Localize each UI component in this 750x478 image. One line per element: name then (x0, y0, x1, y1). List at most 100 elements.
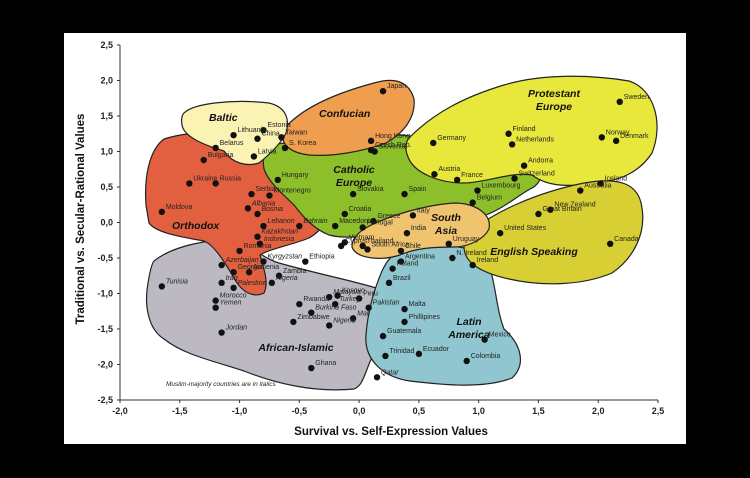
x-tick-label: -0,5 (292, 406, 308, 416)
x-axis-title: Survival vs. Self-Expression Values (294, 426, 488, 438)
label-azerbaijan: Azerbaijan (225, 257, 259, 264)
label-romania: Romania (244, 243, 272, 250)
label-france: France (461, 172, 483, 179)
label-austria: Austria (438, 166, 460, 173)
point-mexico (481, 336, 488, 343)
point-finland (505, 130, 512, 137)
point-zimbabwe (290, 318, 297, 326)
label-norway: Norway (606, 129, 630, 136)
point-croatia (341, 210, 348, 218)
point-guatemala (379, 332, 387, 340)
point-new-zealand (547, 206, 554, 213)
point-austria (431, 171, 438, 178)
label-indonesia: Indonesia (264, 236, 294, 243)
label-india: India (411, 225, 426, 232)
region-english-speaking (463, 180, 644, 285)
point-palestine (230, 284, 237, 292)
label-peru: Peru (363, 290, 378, 297)
label-malta: Malta (409, 301, 426, 308)
label-australia: Australia (584, 183, 611, 190)
point-south-africa (364, 246, 371, 253)
y-tick-label: 1,0 (100, 147, 113, 157)
label-iraq: Iraq (226, 275, 238, 282)
label-malaysia: Malaysia (333, 289, 361, 296)
region-confucian (282, 79, 415, 156)
region-south-asia (351, 202, 490, 259)
label-south-africa: South Africa (371, 241, 409, 248)
point-thailand (359, 242, 366, 250)
point-peru (355, 295, 363, 302)
point-ukraine (186, 180, 193, 187)
label-argentina: Argentina (405, 254, 435, 261)
point-latvia (250, 153, 258, 160)
y-tick-label: -2,0 (97, 360, 113, 370)
point-romania (236, 247, 243, 255)
x-tick-label: -1,0 (232, 406, 248, 416)
label-mali: Mali (357, 310, 370, 317)
label-hong-kong: Hong Kong (375, 133, 410, 140)
point-belgium (469, 199, 476, 206)
label-s-korea: S. Korea (289, 140, 316, 147)
point-sweden (616, 98, 623, 106)
x-tick-label: 2,0 (592, 406, 605, 416)
region-protestant-europe (405, 75, 658, 186)
point-estonia (260, 127, 267, 134)
y-tick-label: 0,5 (100, 182, 113, 192)
label-n-ireland: N. Ireland (456, 250, 486, 257)
label-phillipines: Phillipines (409, 314, 441, 321)
point-serbia (248, 190, 255, 198)
label-poland: Poland (397, 261, 419, 268)
label-kyrgyzstan: Kyrgyzstan (267, 254, 302, 261)
point-united-states (496, 229, 504, 237)
label-bosnia: Bosnia (261, 206, 283, 213)
y-tick-label: 2,0 (100, 76, 113, 86)
point-morocco (212, 297, 219, 304)
point-uruguay (445, 240, 452, 247)
label-belarus: Belarus (220, 140, 244, 147)
label-canada: Canada (614, 236, 639, 243)
label-georgia: Georgia (238, 264, 263, 271)
point-slovenia (371, 148, 378, 155)
chart-note: Muslim-majority countries are in italics (166, 381, 277, 388)
point-iraq (218, 279, 225, 287)
point-norway (598, 134, 606, 141)
label-rwanda: Rwanda (303, 296, 329, 303)
label-turkey: Turkey (339, 296, 360, 303)
label-mexico: Mexico (489, 332, 511, 339)
region-label-baltic: Baltic (209, 112, 238, 124)
region-label-english-speaking: English Speaking (490, 246, 578, 258)
label-russia: Russia (220, 175, 242, 182)
label-zimbabwe: Zimbabwe (297, 314, 329, 321)
point-ireland (469, 261, 476, 269)
point-kosovo (334, 292, 341, 299)
point-kyrgyzstan (260, 258, 267, 265)
point-nigeria (326, 322, 333, 329)
label-netherlands: Netherlands (516, 136, 554, 143)
point-argentina (397, 258, 405, 265)
point-belarus (212, 144, 219, 152)
label-serbia: Serbia (256, 186, 276, 193)
point-japan (379, 87, 387, 95)
point-lithuania (230, 131, 237, 139)
x-tick-label: -2,0 (112, 406, 128, 416)
label-ethiopia: Ethiopia (309, 254, 334, 261)
point-malaysia (326, 293, 333, 301)
label-palestine: Palestine (238, 280, 267, 287)
point-netherlands (508, 141, 516, 148)
label-germany: Germany (437, 135, 466, 142)
point-chile (397, 247, 405, 255)
label-ghana: Ghana (315, 360, 336, 367)
x-tick-label: 2,5 (652, 406, 665, 416)
point-moldova (158, 208, 166, 216)
point-algeria (268, 279, 276, 287)
point-luxembourg (474, 187, 481, 194)
point-switzerland (511, 175, 518, 182)
y-tick-label: 1,5 (100, 111, 113, 121)
point-malta (401, 305, 408, 313)
label-uruguay: Uruguay (453, 236, 480, 243)
label-kosovo: Kosovo (342, 288, 365, 295)
label-montenegro: Montenegro (273, 188, 310, 195)
label-qatar: Qatar (381, 369, 399, 376)
